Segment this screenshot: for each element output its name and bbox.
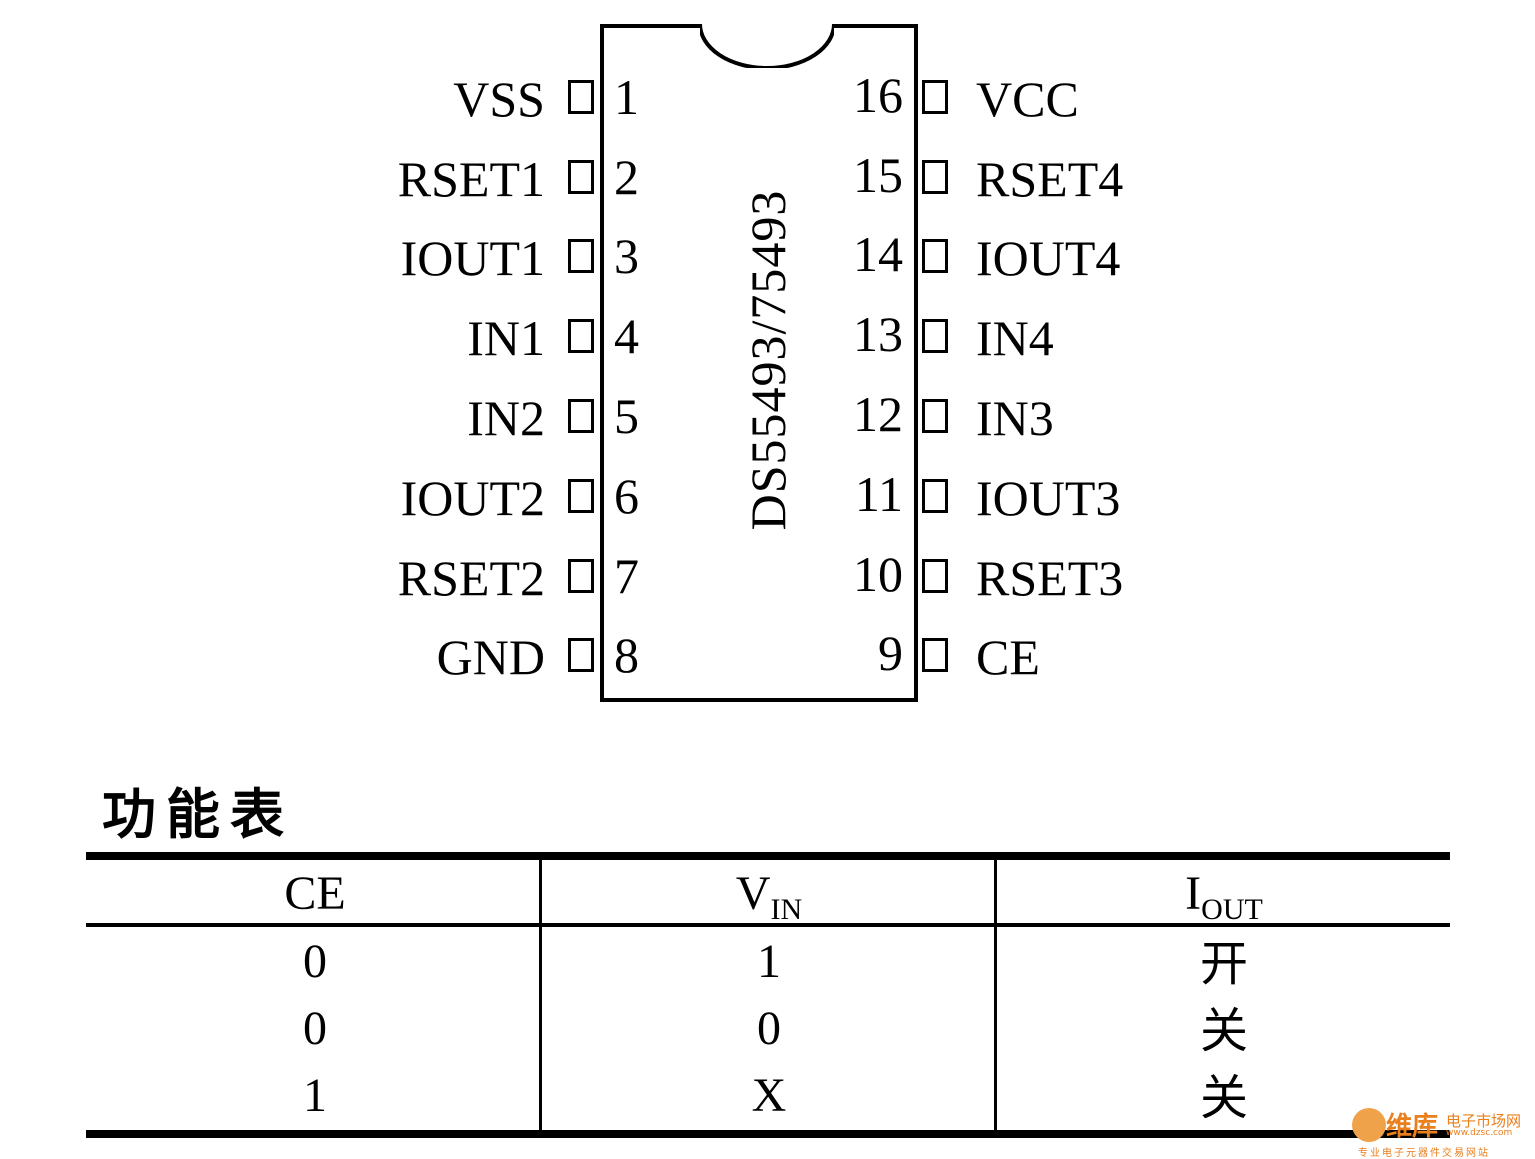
header-ce-text: CE [284, 867, 346, 920]
pin-label-right-16: VCC [976, 71, 1079, 127]
table-header-ce: CE [90, 870, 540, 918]
chip-part-number: DS55493/75493 [740, 189, 796, 531]
pin-pad-3 [568, 239, 594, 273]
pin-pad-9 [922, 638, 948, 672]
pin-number-3: 3 [614, 228, 639, 284]
pin-pad-4 [568, 319, 594, 353]
pin-pad-16 [922, 80, 948, 114]
table-row-3-ce: 1 [303, 1069, 327, 1122]
pin-label-right-12: IN3 [976, 390, 1054, 446]
table-header-iout: IOUT [998, 870, 1450, 925]
header-iout-sub: OUT [1201, 893, 1263, 926]
table-row-1-iout: 开 [1199, 936, 1248, 992]
pin-number-6: 6 [614, 468, 639, 524]
table-column-divider-1 [539, 858, 542, 1132]
pin-pad-5 [568, 399, 594, 433]
table-row-1-vin: 1 [757, 935, 781, 988]
package-notch [700, 24, 834, 68]
pin-label-right-11: IOUT3 [976, 470, 1121, 526]
pin-pad-12 [922, 399, 948, 433]
pin-pad-14 [922, 239, 948, 273]
table-row-2-vin: 0 [757, 1002, 781, 1055]
table-row-2-ce: 0 [303, 1002, 327, 1055]
table-column-divider-2 [994, 858, 997, 1132]
watermark-site-name: 电子市场网 [1446, 1112, 1522, 1130]
pin-label-left-6: IOUT2 [400, 470, 545, 526]
pin-pad-15 [922, 160, 948, 194]
pin-number-1: 1 [614, 69, 639, 125]
pin-label-left-8: GND [436, 629, 545, 685]
pin-label-right-15: RSET4 [976, 151, 1124, 207]
pin-number-8: 8 [614, 627, 639, 683]
pin-label-right-10: RSET3 [976, 550, 1124, 606]
table-top-rule [86, 852, 1450, 860]
watermark-brand: 维库 [1386, 1112, 1439, 1142]
function-table-title: 功能表 [102, 783, 294, 846]
table-row-3-vin: X [751, 1069, 787, 1122]
pin-label-left-7: RSET2 [397, 550, 545, 606]
pin-number-12: 12 [853, 386, 903, 442]
table-bottom-rule [86, 1130, 1450, 1138]
header-vin-main: V [735, 867, 771, 920]
header-vin-sub: IN [770, 893, 803, 926]
pin-label-right-14: IOUT4 [976, 230, 1121, 286]
pin-label-right-13: IN4 [976, 310, 1054, 366]
pin-pad-1 [568, 80, 594, 114]
pin-label-left-1: VSS [453, 71, 545, 127]
pin-pad-2 [568, 160, 594, 194]
table-header-vin: VIN [543, 870, 995, 925]
pin-number-15: 15 [853, 147, 903, 203]
pin-number-13: 13 [853, 306, 903, 362]
pin-number-4: 4 [614, 308, 639, 364]
watermark-slogan: 专业电子元器件交易网站 [1358, 1148, 1490, 1159]
pin-number-5: 5 [614, 388, 639, 444]
pin-number-11: 11 [854, 466, 903, 522]
pin-pad-10 [922, 559, 948, 593]
pin-pad-13 [922, 319, 948, 353]
pin-number-16: 16 [853, 67, 903, 123]
pin-pad-7 [568, 559, 594, 593]
pin-pad-6 [568, 479, 594, 513]
watermark-logo-icon [1352, 1108, 1386, 1142]
table-row-1-ce: 0 [303, 935, 327, 988]
table-header-rule [86, 923, 1450, 927]
pin-label-left-2: RSET1 [397, 151, 545, 207]
watermark: 维库 电子市场网 www.dzsc.com 专业电子元器件交易网站 [1352, 1104, 1532, 1159]
pin-pad-11 [922, 479, 948, 513]
ic-package [600, 24, 918, 702]
watermark-domain: www.dzsc.com [1446, 1128, 1513, 1138]
pin-number-14: 14 [853, 226, 903, 282]
pin-number-2: 2 [614, 149, 639, 205]
pin-number-9: 9 [878, 625, 903, 681]
pin-label-left-3: IOUT1 [400, 230, 545, 286]
header-iout-main: I [1185, 867, 1202, 920]
pin-label-left-4: IN1 [467, 310, 545, 366]
pin-label-right-9: CE [976, 629, 1040, 685]
table-row-3-iout: 关 [1199, 1070, 1248, 1126]
pin-number-10: 10 [853, 546, 903, 602]
pin-pad-8 [568, 638, 594, 672]
pin-number-7: 7 [614, 548, 639, 604]
table-row-2-iout: 关 [1199, 1003, 1248, 1059]
pin-label-left-5: IN2 [467, 390, 545, 446]
